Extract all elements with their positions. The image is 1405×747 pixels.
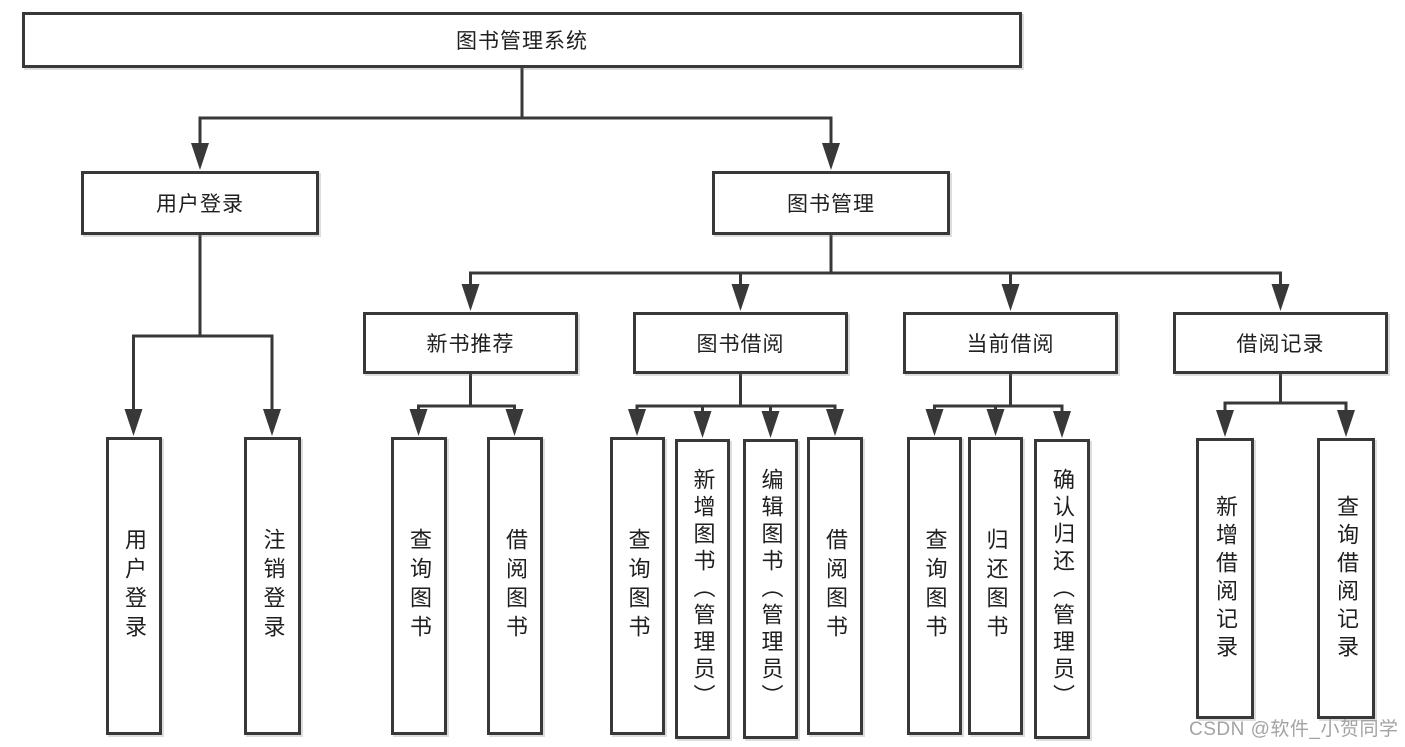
node-current-borrowing: 当前借阅 — [903, 312, 1118, 374]
node-label: 查询图书 — [407, 528, 432, 644]
node-book-management: 图书管理 — [712, 171, 950, 235]
leaf-query-books-recommend: 查询图书 — [391, 437, 447, 735]
node-user-login: 用户登录 — [81, 171, 319, 235]
node-label: 用户登录 — [122, 528, 147, 644]
leaf-logout: 注销登录 — [244, 437, 301, 735]
node-label: 新书推荐 — [426, 333, 515, 356]
node-label: 新增借阅记录 — [1213, 494, 1238, 663]
node-label: 新增图书（管理员） — [690, 467, 716, 711]
node-label: 查询图书 — [625, 528, 651, 644]
node-label: 借阅记录 — [1236, 333, 1325, 356]
node-label: 图书借阅 — [696, 333, 785, 356]
node-label: 编辑图书（管理员） — [758, 467, 784, 711]
node-new-book-recommend: 新书推荐 — [363, 312, 578, 374]
leaf-confirm-return-admin: 确认归还（管理员） — [1034, 439, 1090, 739]
node-borrow-records: 借阅记录 — [1173, 312, 1388, 374]
leaf-add-books-admin: 新增图书（管理员） — [675, 439, 730, 739]
csdn-watermark: CSDN @软件_小贺同学 — [1189, 719, 1399, 740]
leaf-query-books-borrowing: 查询图书 — [610, 437, 665, 735]
node-book-borrowing: 图书借阅 — [633, 312, 848, 374]
leaf-edit-books-admin: 编辑图书（管理员） — [743, 439, 798, 739]
node-label: 借阅图书 — [503, 528, 528, 644]
leaf-borrow-books: 借阅图书 — [807, 437, 863, 735]
node-label: 当前借阅 — [966, 333, 1055, 356]
node-book-management-system: 图书管理系统 — [22, 12, 1022, 68]
node-label: 图书管理 — [787, 193, 875, 216]
node-label: 查询图书 — [922, 528, 948, 644]
node-label: 用户登录 — [156, 193, 244, 216]
node-label: 归还图书 — [983, 528, 1009, 644]
node-label: 确认归还（管理员） — [1050, 467, 1075, 711]
node-label: 借阅图书 — [823, 528, 848, 644]
leaf-return-books: 归还图书 — [968, 437, 1023, 735]
leaf-add-borrow-record: 新增借阅记录 — [1196, 438, 1254, 719]
node-label: 图书管理系统 — [456, 30, 588, 53]
node-label: 注销登录 — [260, 528, 286, 644]
leaf-query-books-current: 查询图书 — [907, 437, 962, 735]
leaf-query-borrow-record: 查询借阅记录 — [1317, 438, 1375, 719]
leaf-user-login: 用户登录 — [106, 437, 162, 735]
node-label: 查询借阅记录 — [1334, 494, 1359, 663]
leaf-borrow-books-recommend: 借阅图书 — [487, 437, 543, 735]
